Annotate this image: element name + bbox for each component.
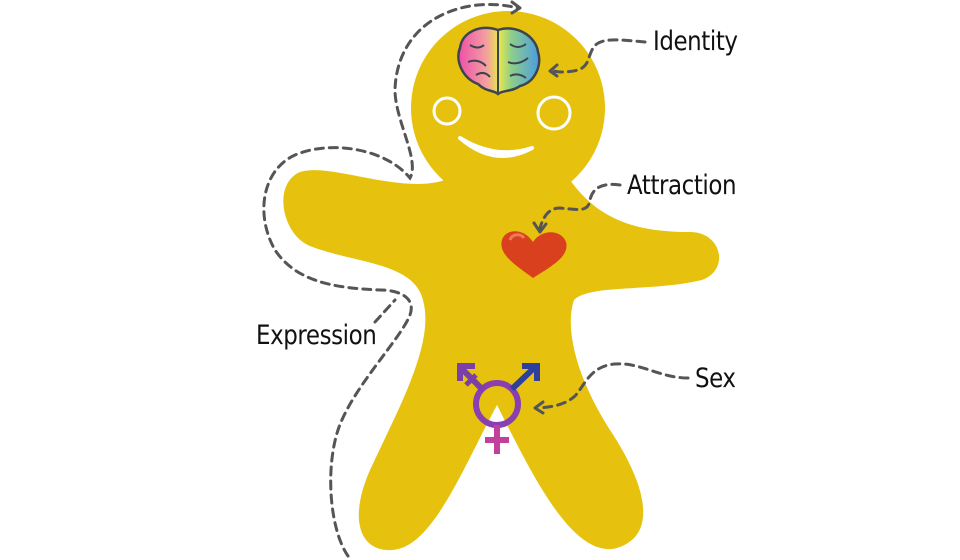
transgender-symbol-icon bbox=[457, 363, 540, 454]
label-expression: Expression bbox=[256, 320, 377, 351]
left-eye bbox=[432, 96, 462, 126]
smile bbox=[458, 136, 534, 158]
label-identity: Identity bbox=[653, 26, 738, 57]
label-attraction: Attraction bbox=[627, 170, 737, 201]
face bbox=[432, 95, 572, 158]
connector-identity bbox=[548, 38, 647, 78]
label-sex: Sex bbox=[695, 363, 736, 394]
brain-icon bbox=[457, 26, 541, 96]
heart-icon bbox=[501, 231, 567, 278]
connector-expression bbox=[262, 0, 522, 558]
connector-sex bbox=[533, 362, 690, 415]
connector-attraction bbox=[532, 182, 622, 234]
right-eye bbox=[536, 95, 572, 131]
